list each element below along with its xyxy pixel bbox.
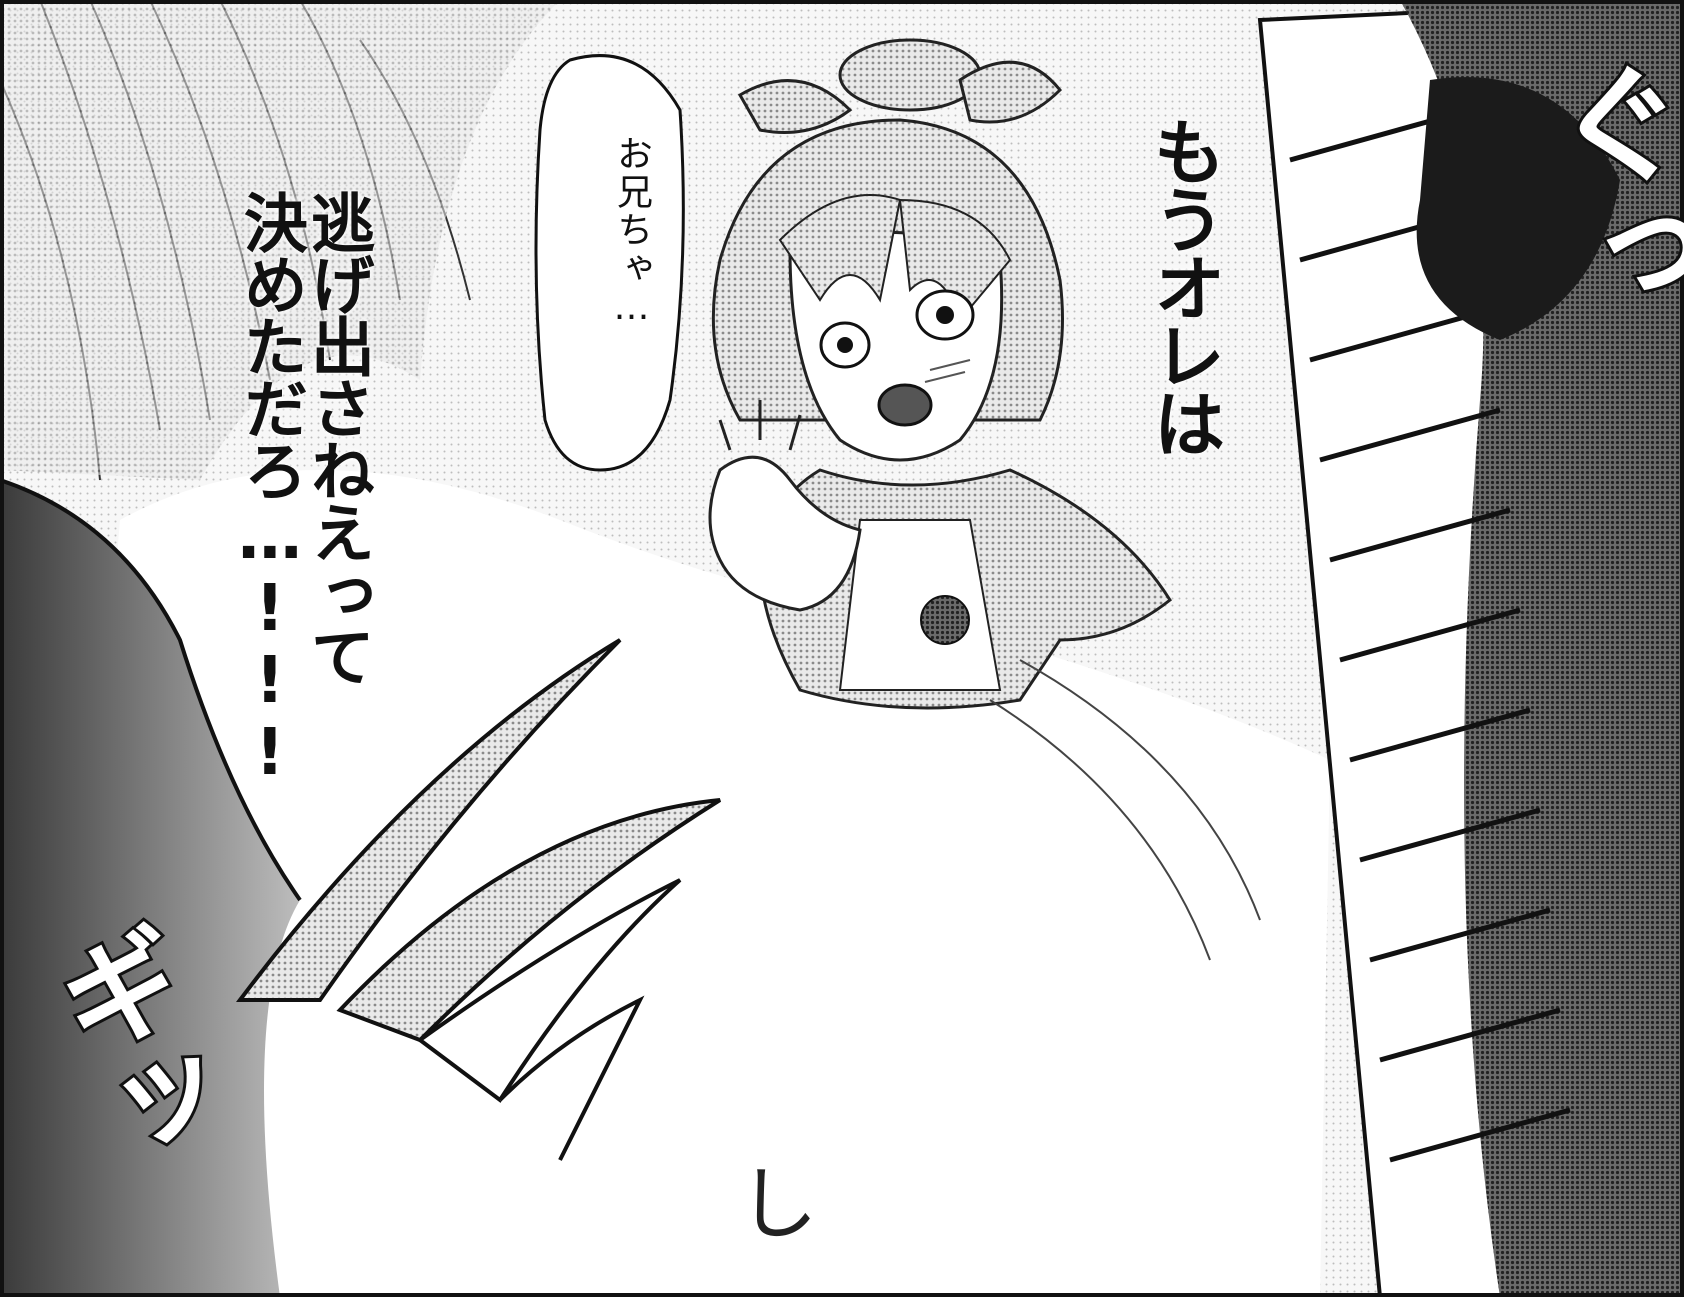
hair-shadow [0, 0, 560, 480]
girl-figure [708, 38, 1261, 961]
dialogue-main-text: 逃げ出さねえって 決めただろ…!!! [232, 190, 374, 788]
dialogue-top-text: もうオレは [1141, 115, 1225, 455]
dark-hair-left [0, 480, 300, 1297]
speech-bubble [534, 54, 685, 472]
right-speedline-panel [1257, 0, 1684, 1297]
speech-bubble-text: お兄ちゃ… [611, 135, 652, 330]
claw-hand [235, 638, 722, 1161]
sfx-shi: し [738, 1158, 818, 1251]
